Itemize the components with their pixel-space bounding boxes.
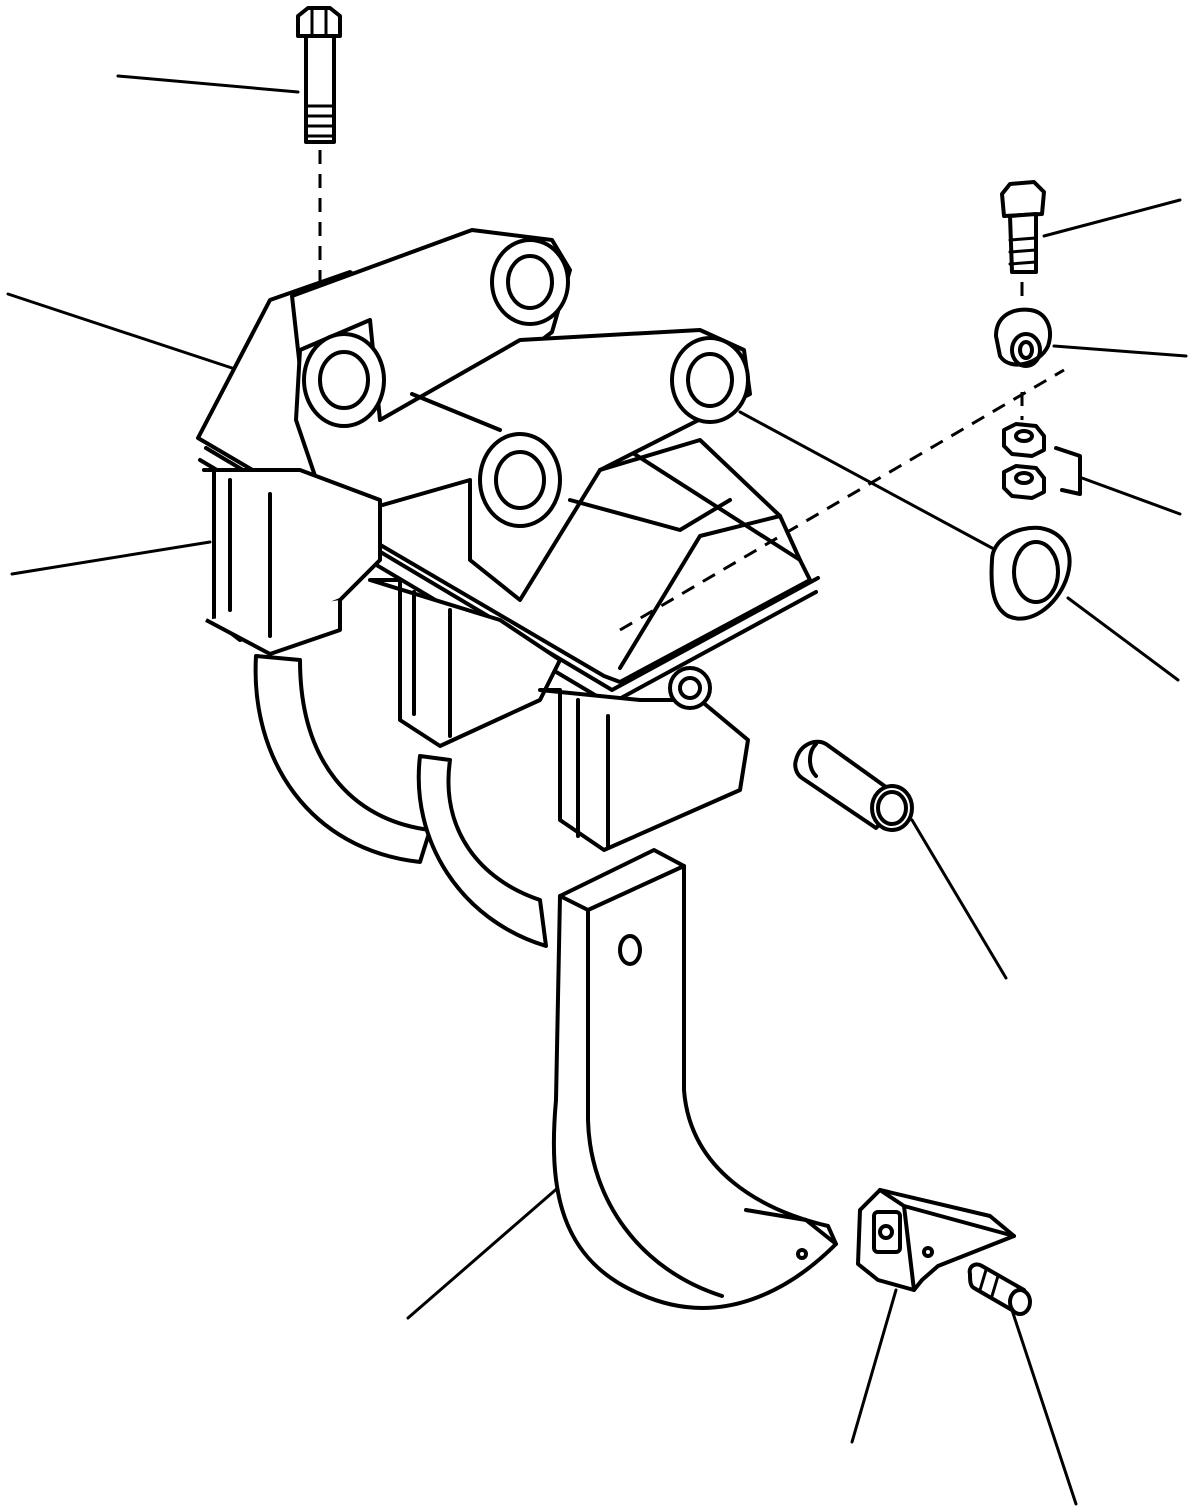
leader-bolt-right <box>1042 198 1182 238</box>
leader-frame-base <box>10 540 212 576</box>
shank-icon <box>551 848 838 1310</box>
rear-shank-icon <box>253 654 548 948</box>
leader-shank <box>406 1184 562 1320</box>
pin-icon <box>793 739 914 832</box>
leader-pin <box>910 818 1008 980</box>
leader-washer <box>1066 596 1180 682</box>
leader-tooth-point <box>850 1288 898 1444</box>
lock-pin-icon <box>967 1262 1032 1316</box>
frame-base-icon <box>202 468 750 852</box>
collar-icon <box>994 307 1052 420</box>
hex-bolt-icon <box>1000 180 1046 306</box>
hex-nut-icon <box>1002 422 1082 500</box>
leader-lines <box>6 74 1188 1506</box>
leader-shim-line <box>738 410 994 550</box>
washer-icon <box>989 525 1072 621</box>
leader-bolt-top <box>116 74 300 94</box>
tooth-point-icon <box>856 1188 1016 1292</box>
leader-nuts <box>1080 476 1182 516</box>
leader-lock-pin <box>1006 1296 1078 1506</box>
leader-collar <box>1052 344 1188 358</box>
ripper-frame-icon <box>196 228 1065 706</box>
hex-bolt-icon <box>296 6 342 310</box>
leader-ripper-frame <box>6 292 240 372</box>
